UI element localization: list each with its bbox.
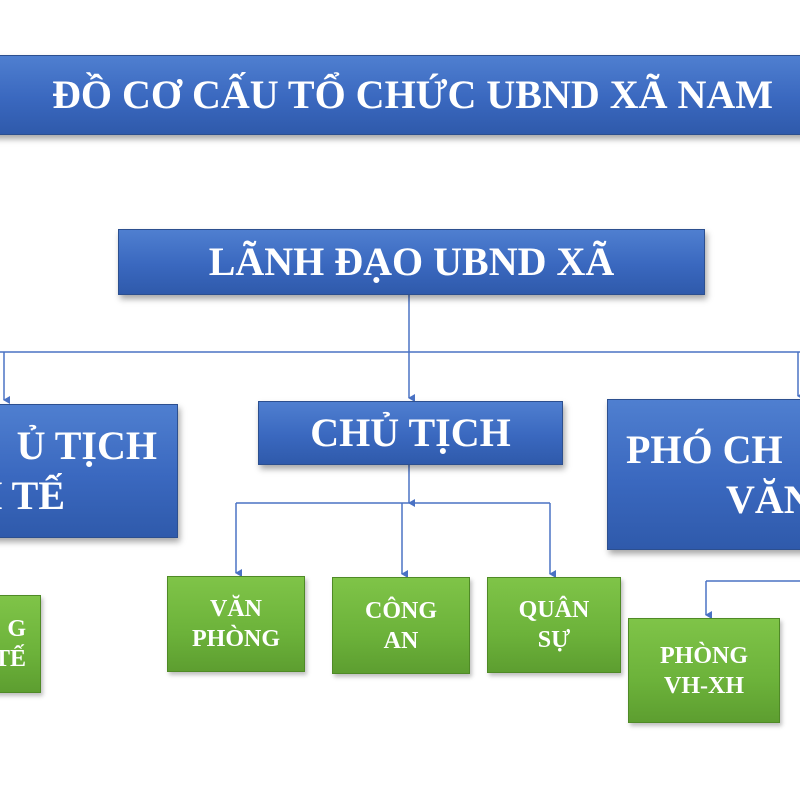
node-vice-left-line1: Ủ TỊCH: [16, 423, 157, 468]
node-vice-right-line2: VĂN: [726, 476, 800, 522]
diagram-title-text: ĐỒ CƠ CẤU TỔ CHỨC UBND XÃ NAM: [51, 72, 774, 117]
node-vice-right-line1: PHÓ CH: [626, 426, 783, 472]
diagram-title: ĐỒ CƠ CẤU TỔ CHỨC UBND XÃ NAM: [0, 55, 800, 135]
node-police-line1: CÔNG: [365, 597, 437, 624]
node-leadership-label: LÃNH ĐẠO UBND XÃ: [208, 239, 615, 284]
node-military-line1: QUÂN: [518, 597, 590, 623]
node-leadership: LÃNH ĐẠO UBND XÃ: [118, 229, 705, 295]
node-left-unit: G TẾ: [0, 595, 41, 693]
node-culture-room: PHÒNG VH-XH: [628, 618, 780, 723]
node-vice-left-line2: H TẾ: [0, 473, 65, 518]
node-police: CÔNG AN: [332, 577, 470, 674]
node-police-line2: AN: [383, 627, 419, 654]
node-vice-chairman-economy: Ủ TỊCH H TẾ: [0, 404, 178, 538]
node-left-unit-line2: TẾ: [0, 646, 26, 672]
node-chairman-label: CHỦ TỊCH: [310, 410, 511, 455]
node-vice-chairman-culture: PHÓ CH VĂN: [607, 399, 800, 550]
node-military: QUÂN SỰ: [487, 577, 621, 673]
node-military-line2: SỰ: [537, 627, 571, 653]
node-chairman: CHỦ TỊCH: [258, 401, 563, 465]
node-left-unit-line1: G: [7, 616, 26, 642]
node-culture-room-line1: PHÒNG: [660, 642, 748, 669]
node-office-line1: VĂN: [210, 596, 262, 622]
node-office-line2: PHÒNG: [192, 626, 280, 652]
node-office: VĂN PHÒNG: [167, 576, 305, 672]
node-culture-room-line2: VH-XH: [664, 672, 744, 699]
